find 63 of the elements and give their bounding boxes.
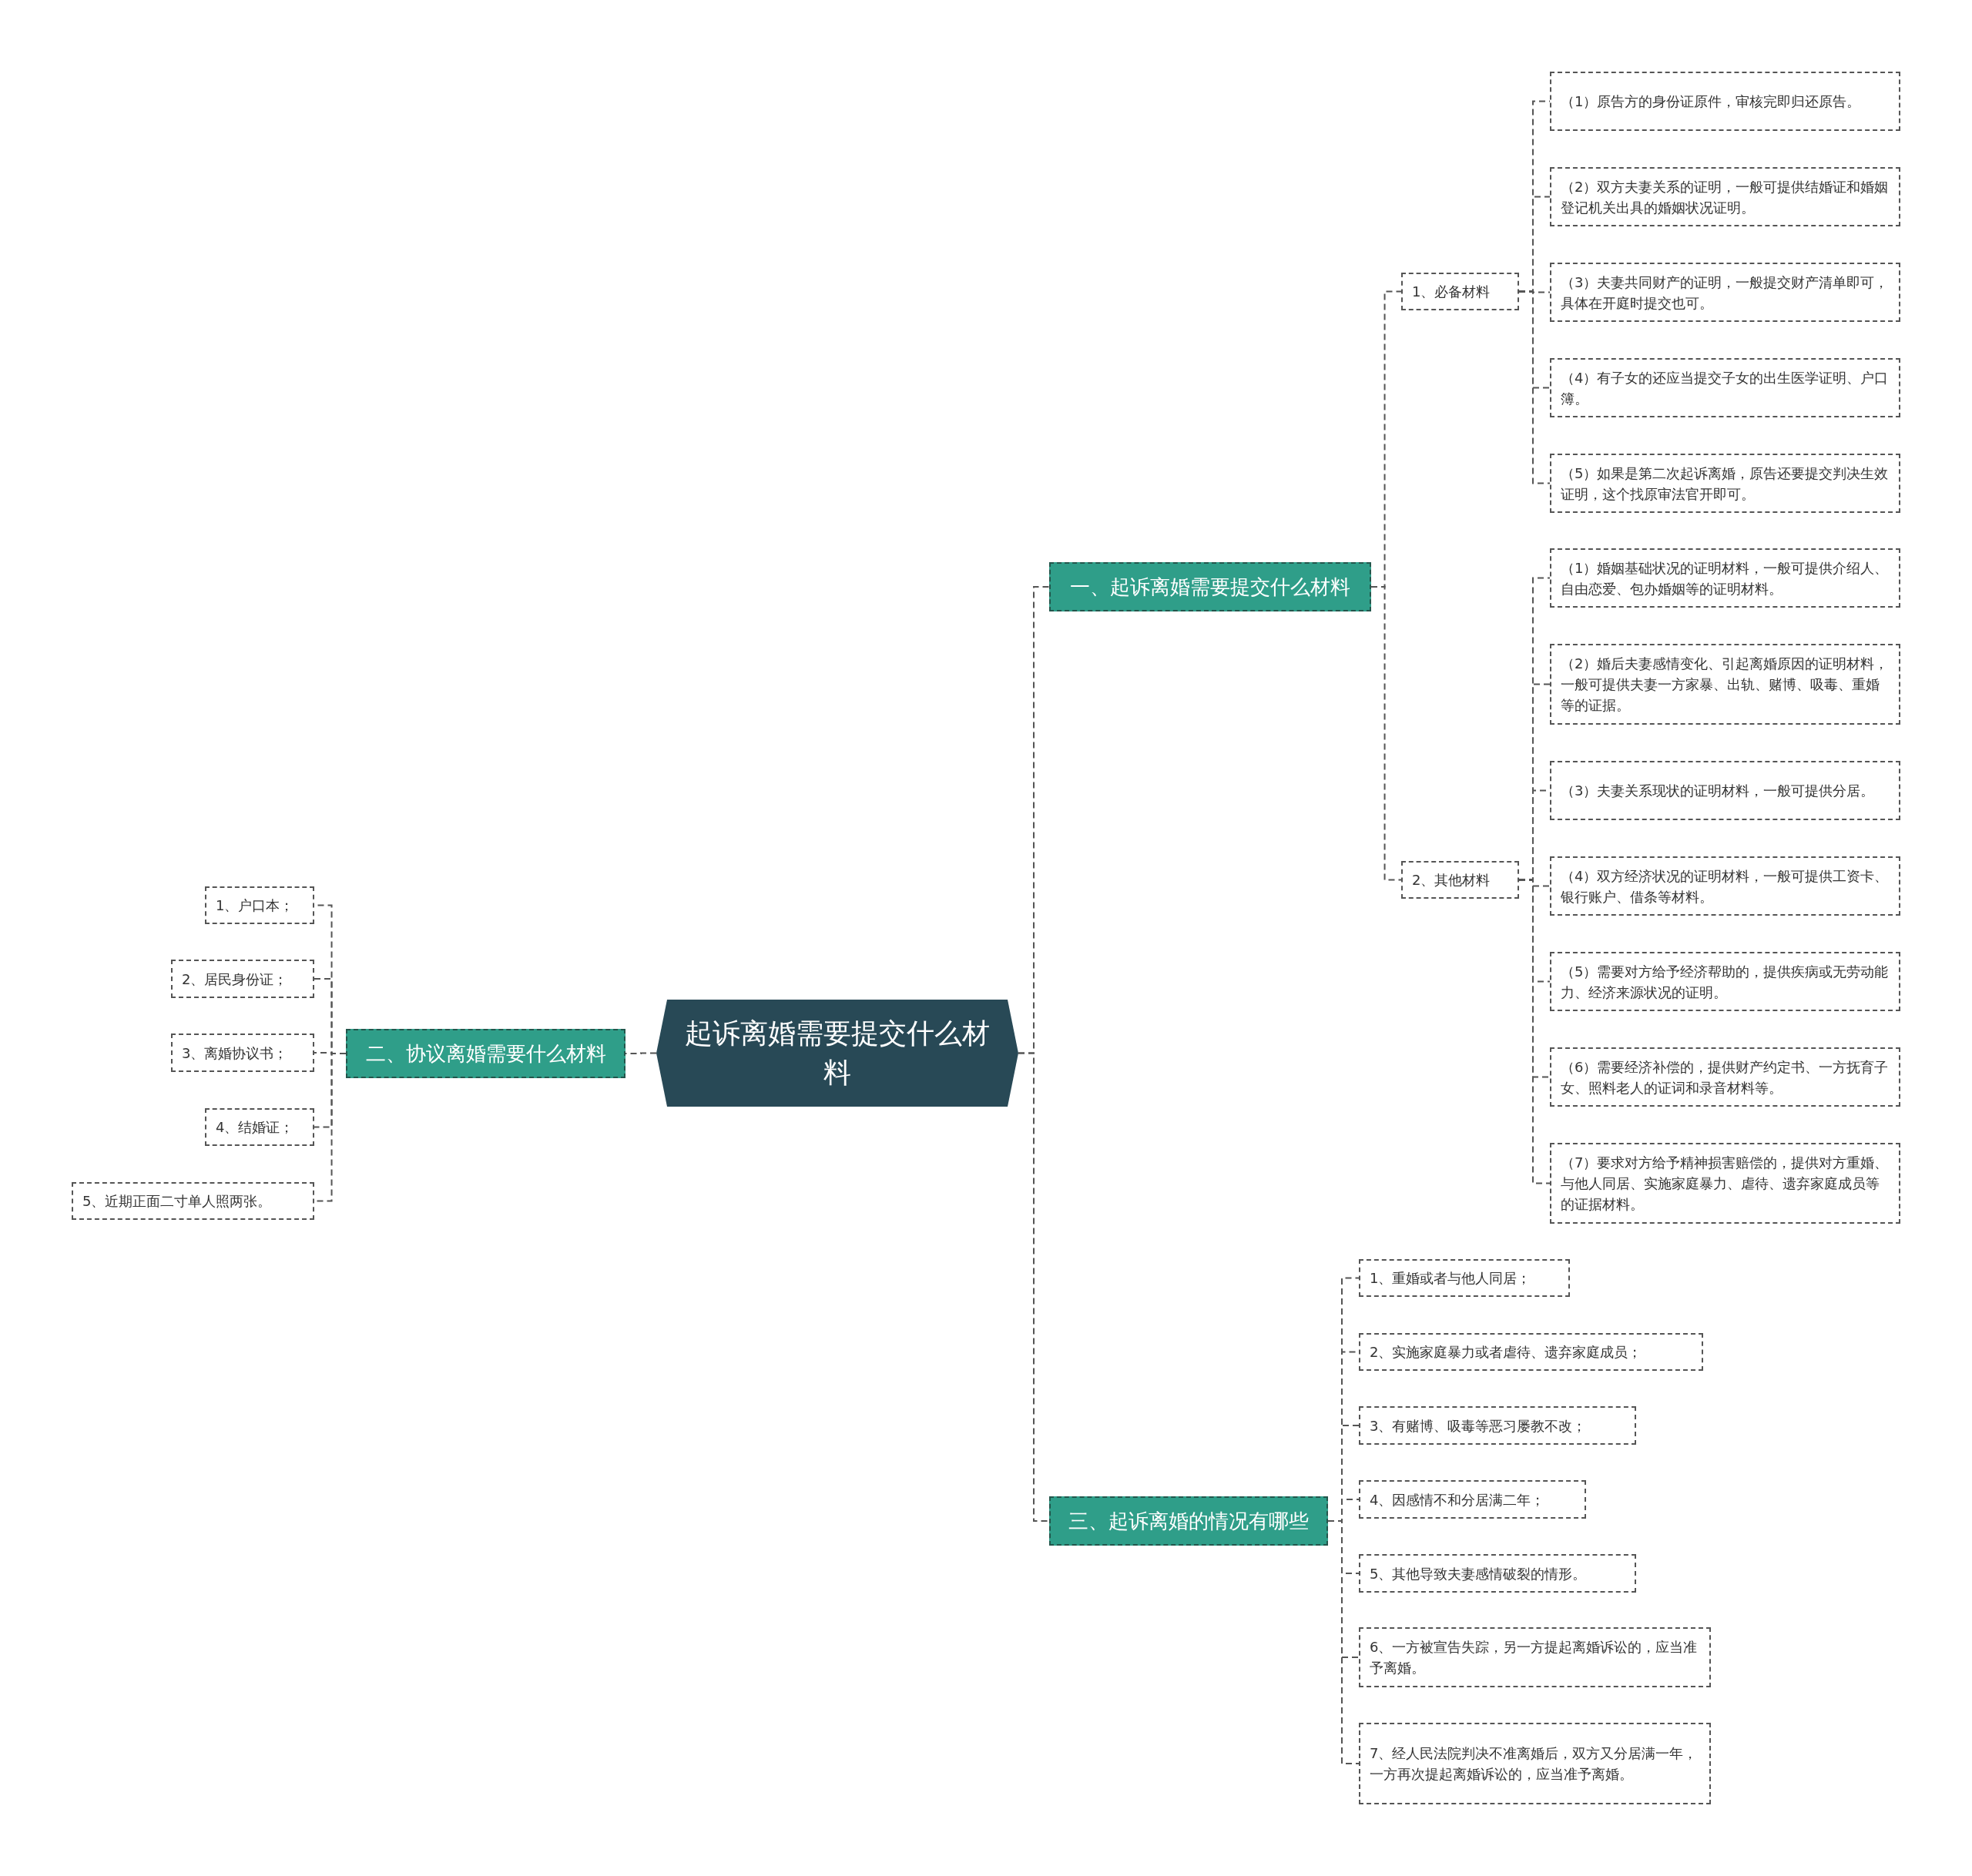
connector-line — [1018, 1052, 1050, 1522]
node-text: （1）原告方的身份证原件，审核完即归还原告。 — [1561, 92, 1861, 111]
node-text: 三、起诉离婚的情况有哪些 — [1068, 1508, 1309, 1534]
node-text: （4）双方经济状况的证明材料，一般可提供工资卡、银行账户、借条等材料。 — [1561, 866, 1890, 906]
central-topic — [656, 1000, 1018, 1107]
topic-box — [205, 1108, 314, 1146]
node-text: 1、重婚或者与他人同居； — [1370, 1269, 1531, 1288]
topic-box — [1359, 1480, 1586, 1519]
node-text: 2、居民身份证； — [182, 970, 288, 989]
node-text: 二、协议离婚需要什么材料 — [365, 1040, 606, 1067]
node-text: （5）需要对方给予经济帮助的，提供疾病或无劳动能力、经济来源状况的证明。 — [1561, 962, 1890, 1002]
branch-topic — [1049, 1496, 1328, 1546]
node-text: 3、有赌博、吸毒等恶习屡教不改； — [1370, 1416, 1587, 1435]
topic-box — [1550, 644, 1900, 725]
node-text: 4、结婚证； — [216, 1118, 294, 1137]
topic-box — [1550, 548, 1900, 608]
node-text: 7、经人民法院判决不准离婚后，双方又分居满一年，一方再次提起离婚诉讼的，应当准予离婚。 — [1370, 1744, 1699, 1784]
topic-box — [1401, 273, 1519, 310]
topic-box — [1359, 1554, 1636, 1593]
node-text: 5、其他导致夫妻感情破裂的情形。 — [1370, 1564, 1587, 1583]
topic-box — [1550, 1047, 1900, 1107]
topic-box — [1550, 856, 1900, 916]
topic-box — [1550, 761, 1900, 820]
topic-box — [1550, 952, 1900, 1011]
topic-box — [205, 886, 314, 924]
node-text: （3）夫妻共同财产的证明，一般提交财产清单即可，具体在开庭时提交也可。 — [1561, 273, 1890, 313]
node-text: 1、户口本； — [216, 896, 294, 915]
topic-box — [1550, 454, 1900, 513]
node-text: 2、其他材料 — [1412, 871, 1491, 889]
topic-box — [1550, 263, 1900, 322]
topic-box — [1550, 72, 1900, 131]
topic-box — [1359, 1259, 1570, 1297]
node-text: （5）如果是第二次起诉离婚，原告还要提交判决生效证明，这个找原审法官开即可。 — [1561, 464, 1890, 504]
node-text: 2、实施家庭暴力或者虐待、遗弃家庭成员； — [1370, 1343, 1642, 1362]
topic-box — [72, 1182, 314, 1220]
node-text: 6、一方被宣告失踪，另一方提起离婚诉讼的，应当准予离婚。 — [1370, 1638, 1699, 1677]
node-text: 3、离婚协议书； — [182, 1044, 288, 1063]
node-text: （4）有子女的还应当提交子女的出生医学证明、户口簿。 — [1561, 368, 1890, 408]
node-text: （6）需要经济补偿的，提供财产约定书、一方抚育子女、照料老人的证词和录音材料等。 — [1561, 1057, 1890, 1097]
topic-box — [1550, 167, 1900, 226]
node-text: （3）夫妻关系现状的证明材料，一般可提供分居。 — [1561, 782, 1875, 800]
node-text: （2）双方夫妻关系的证明，一般可提供结婚证和婚姻登记机关出具的婚姻状况证明。 — [1561, 177, 1890, 217]
node-text: （7）要求对方给予精神损害赔偿的，提供对方重婚、与他人同居、实施家庭暴力、虐待、遗弃家庭成员等的证据材料。 — [1561, 1154, 1890, 1214]
node-text: 起诉离婚需要提交什么材料 — [684, 1017, 991, 1090]
topic-box — [1550, 358, 1900, 417]
topic-box — [1359, 1333, 1703, 1371]
branch-topic — [1049, 562, 1371, 611]
topic-box — [1359, 1627, 1711, 1687]
node-text: （2）婚后夫妻感情变化、引起离婚原因的证明材料，一般可提供夫妻一方家暴、出轨、赌博、吸毒、重婚等的证据。 — [1561, 655, 1890, 715]
topic-box — [1401, 861, 1519, 899]
topic-box — [1550, 1143, 1900, 1224]
connector-line — [1327, 1520, 1360, 1764]
topic-box — [1359, 1406, 1636, 1445]
topic-box — [171, 960, 314, 998]
node-text: 1、必备材料 — [1412, 283, 1491, 301]
topic-box — [1359, 1723, 1711, 1804]
node-text: 4、因感情不和分居满二年； — [1370, 1490, 1545, 1509]
connector-line — [1518, 290, 1551, 484]
topic-box — [171, 1033, 314, 1072]
branch-topic — [346, 1029, 625, 1078]
node-text: （1）婚姻基础状况的证明材料，一般可提供介绍人、自由恋爱、包办婚姻等的证明材料。 — [1561, 558, 1890, 598]
node-text: 一、起诉离婚需要提交什么材料 — [1070, 574, 1350, 600]
node-text: 5、近期正面二寸单人照两张。 — [82, 1192, 272, 1211]
